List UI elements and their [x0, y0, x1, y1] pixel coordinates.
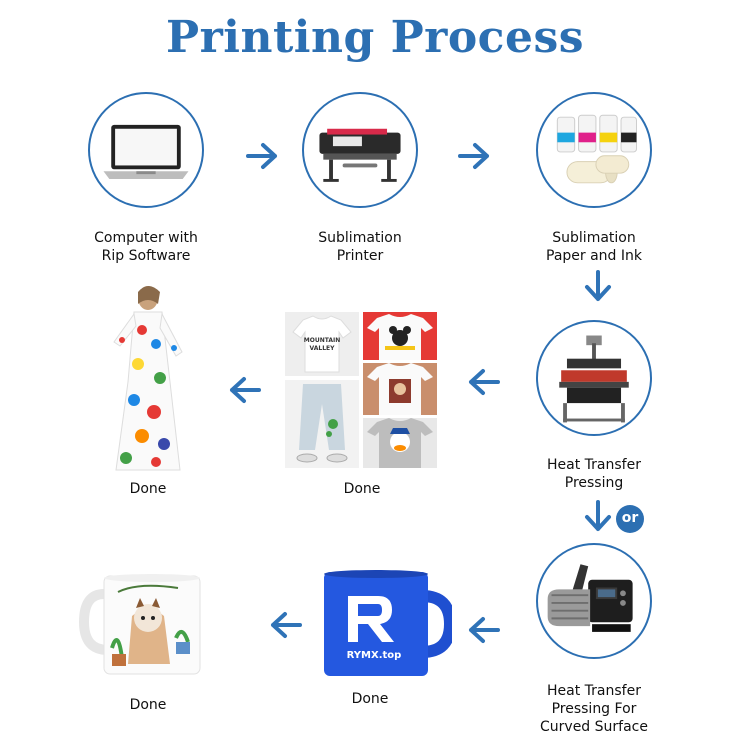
arrow-left-icon	[230, 377, 261, 403]
tshirt-text: MOUNTAIN	[304, 337, 341, 344]
heat-press-icon	[559, 335, 629, 423]
arrow-down-icon	[585, 500, 611, 531]
step-computer-circle	[88, 92, 204, 208]
label-line: Heat Transfer	[547, 683, 641, 699]
tshirt-image: MOUNTAIN VALLEY	[285, 312, 359, 376]
tshirt-mountain-tile: MOUNTAIN VALLEY	[285, 312, 359, 376]
printed-mug-blue-photo: RYMX.top	[318, 566, 457, 678]
arrow-left-icon	[271, 612, 302, 638]
done-label-dress: Done	[129, 481, 167, 497]
step-mug-press-label: Heat Transfer Pressing For Curved Surfac…	[504, 682, 684, 736]
label-line: Paper and Ink	[546, 248, 642, 264]
pants-image	[285, 380, 359, 468]
label-line: Sublimation	[318, 230, 402, 246]
arrow-left-icon	[469, 369, 500, 395]
step-heat-press-circle	[536, 320, 652, 436]
step-printer-label: Sublimation Printer	[270, 229, 450, 265]
tshirt-text: VALLEY	[310, 345, 336, 352]
label-line: Curved Surface	[540, 719, 648, 735]
step-mug-press-circle	[536, 543, 652, 659]
step-paper-ink-circle	[536, 92, 652, 208]
done-label-garments: Done	[343, 481, 381, 497]
done-label-mug-cat: Done	[129, 697, 167, 713]
arrow-left-icon	[469, 617, 500, 643]
laptop-icon	[103, 124, 189, 179]
printer-icon	[319, 128, 401, 182]
blue-mug-image: RYMX.top	[324, 570, 457, 676]
tshirt-image	[363, 363, 437, 415]
tshirt-print-tile	[363, 363, 437, 415]
ink-bottles-icon	[556, 114, 637, 184]
page-title: Printing Process	[165, 12, 585, 63]
mug-press-icon	[547, 564, 633, 632]
tshirt-image	[363, 312, 437, 360]
arrow-right-icon	[246, 143, 277, 169]
mug-brand-text: RYMX.top	[347, 650, 402, 661]
label-line: Heat Transfer	[547, 457, 641, 473]
or-badge: or	[616, 505, 644, 533]
step-printer-circle	[302, 92, 418, 208]
tshirt-duck-tile	[363, 418, 437, 468]
printed-dress-image	[113, 286, 183, 471]
tshirt-image	[363, 418, 437, 468]
white-mug-image	[78, 574, 201, 675]
arrow-right-icon	[458, 143, 489, 169]
printed-mug-cat-photo	[78, 568, 208, 678]
label-line: Computer with	[94, 230, 198, 246]
label-line: Rip Software	[101, 248, 191, 264]
step-computer-label: Computer with Rip Software	[56, 229, 236, 265]
pants-tile	[285, 380, 359, 468]
label-line: Sublimation	[552, 230, 636, 246]
label-line: Pressing For	[551, 701, 637, 717]
step-heat-press-label: Heat Transfer Pressing	[504, 456, 684, 492]
label-line: Pressing	[564, 475, 624, 491]
tshirt-cartoon-tile	[363, 312, 437, 360]
label-line: Printer	[336, 248, 384, 264]
printed-dress-photo	[104, 282, 192, 474]
done-label-mug-blue: Done	[351, 691, 389, 707]
arrow-down-icon	[585, 270, 611, 301]
step-paper-ink-label: Sublimation Paper and Ink	[504, 229, 684, 265]
